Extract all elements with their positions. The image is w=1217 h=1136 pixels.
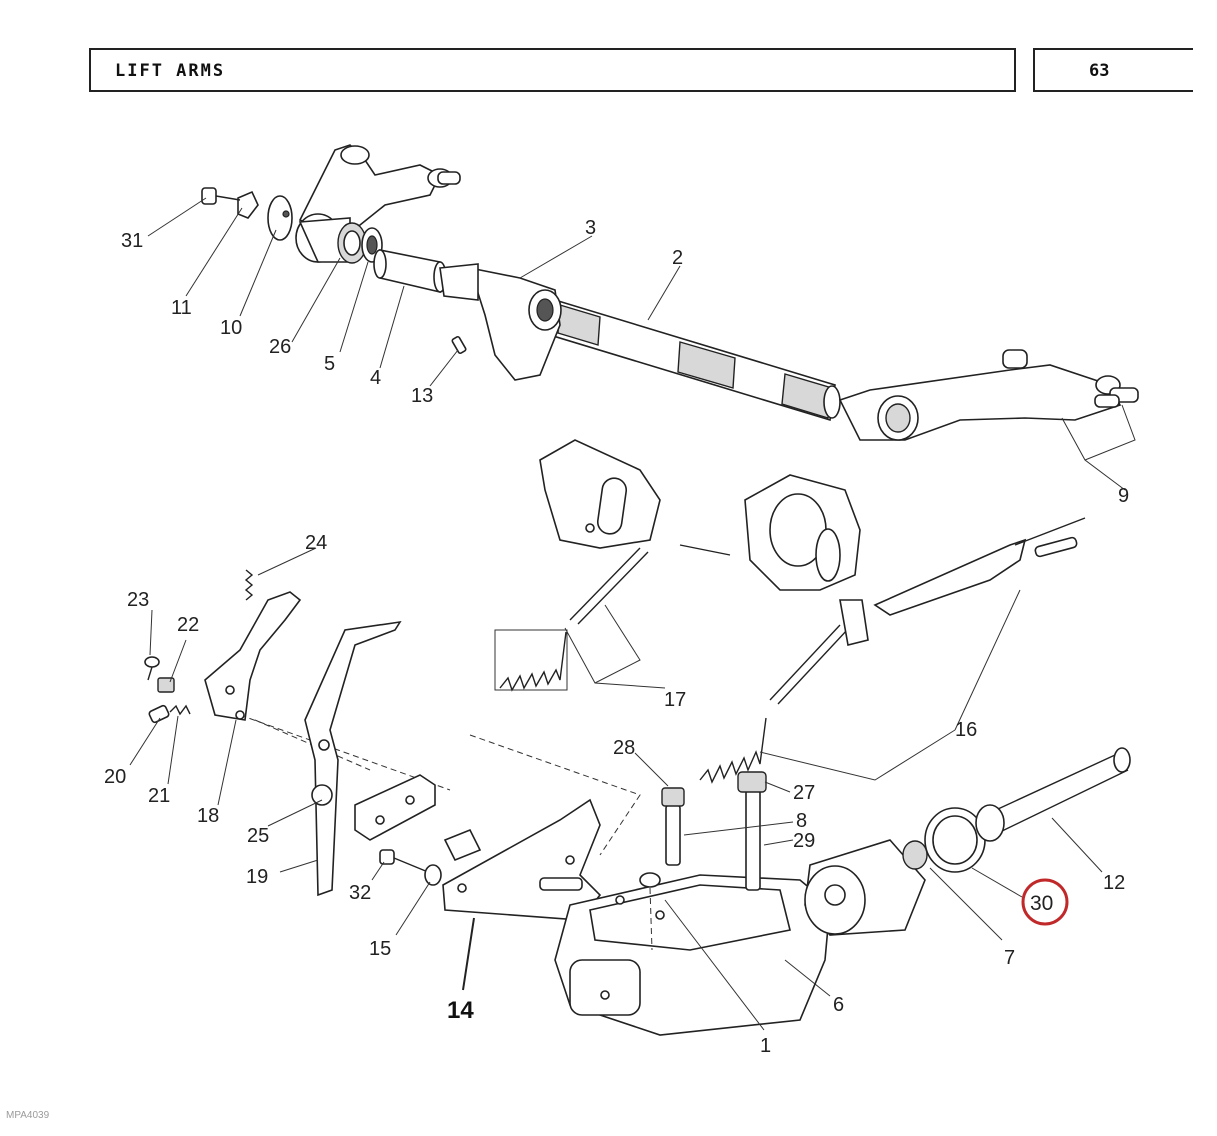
piston (804, 839, 926, 936)
ring-7 (902, 840, 928, 870)
spring-24 (244, 569, 254, 601)
part-label-27: 27 (793, 782, 815, 804)
bracket-left (539, 439, 661, 549)
bolt-31 (201, 187, 241, 205)
part-label-14: 14 (447, 997, 474, 1024)
nut-22 (157, 677, 175, 693)
part-label-23: 23 (127, 589, 149, 611)
footer-code: MPA4039 (6, 1110, 50, 1121)
part-label-8: 8 (796, 810, 807, 832)
link-rod-16 (769, 517, 1086, 705)
part-label-19: 19 (246, 866, 268, 888)
pin-13 (451, 336, 467, 354)
washer-15 (424, 864, 442, 886)
housing-6 (554, 874, 831, 1036)
part-label-9: 9 (1118, 485, 1129, 507)
part-label-15: 15 (369, 938, 391, 960)
clip-11 (237, 190, 259, 219)
arm-3 (439, 263, 562, 381)
bracket-right (744, 474, 861, 591)
rockshaft-2 (549, 298, 841, 422)
page-title: LIFT ARMS (115, 61, 226, 81)
seal-30 (924, 807, 986, 873)
bracket-14 (442, 798, 602, 921)
part-label-2: 2 (672, 247, 683, 269)
rod-upper (569, 544, 731, 625)
spring-21 (169, 704, 191, 716)
lever-18 (204, 591, 302, 721)
part-label-20: 20 (104, 766, 126, 788)
spring-17b (699, 717, 767, 784)
part-label-30: 30 (1030, 892, 1053, 915)
lever-19 (304, 620, 402, 897)
bolt-32 (379, 849, 429, 873)
lift-arm-right (838, 349, 1139, 441)
part-label-5: 5 (324, 353, 335, 375)
part-label-10: 10 (220, 317, 242, 339)
stud-8 (661, 787, 685, 866)
part-label-25: 25 (247, 825, 269, 847)
part-label-24: 24 (305, 532, 327, 554)
part-label-12: 12 (1103, 872, 1125, 894)
part-label-28: 28 (613, 737, 635, 759)
washer-10 (267, 195, 293, 241)
page-number-box: 63 (1033, 48, 1193, 92)
title-box: LIFT ARMS (89, 48, 1016, 92)
page-number: 63 (1089, 61, 1110, 81)
pin-23 (144, 656, 160, 681)
highlighted-part-30: 30 (1021, 878, 1069, 926)
part-label-3: 3 (585, 217, 596, 239)
part-label-17: 17 (664, 689, 686, 711)
part-label-32: 32 (349, 882, 371, 904)
part-label-16: 16 (955, 719, 977, 741)
part-label-11: 11 (171, 297, 192, 319)
clip-20 (148, 704, 170, 724)
part-label-26: 26 (269, 336, 291, 358)
part-label-18: 18 (197, 805, 219, 827)
link-plate (354, 774, 436, 841)
part-label-31: 31 (121, 230, 143, 252)
spring-17a (494, 629, 568, 692)
part-label-13: 13 (411, 385, 433, 407)
leader-lines (129, 197, 1136, 1031)
part-label-21: 21 (148, 785, 170, 807)
part-label-4: 4 (370, 367, 381, 389)
highlight-circle (1021, 878, 1069, 926)
part-label-1: 1 (760, 1035, 771, 1057)
part-label-22: 22 (177, 614, 199, 636)
part-label-29: 29 (793, 830, 815, 852)
piston-rod-12 (975, 747, 1131, 842)
part-label-6: 6 (833, 994, 844, 1016)
bushing-25 (311, 784, 333, 806)
bushing-4 (373, 249, 447, 294)
part-labels: 31 11 10 26 5 4 3 2 13 9 24 23 22 20 21 … (104, 217, 1129, 1057)
part-label-7: 7 (1004, 947, 1015, 969)
seal-1 (639, 872, 661, 951)
bolt-29 (737, 771, 767, 891)
